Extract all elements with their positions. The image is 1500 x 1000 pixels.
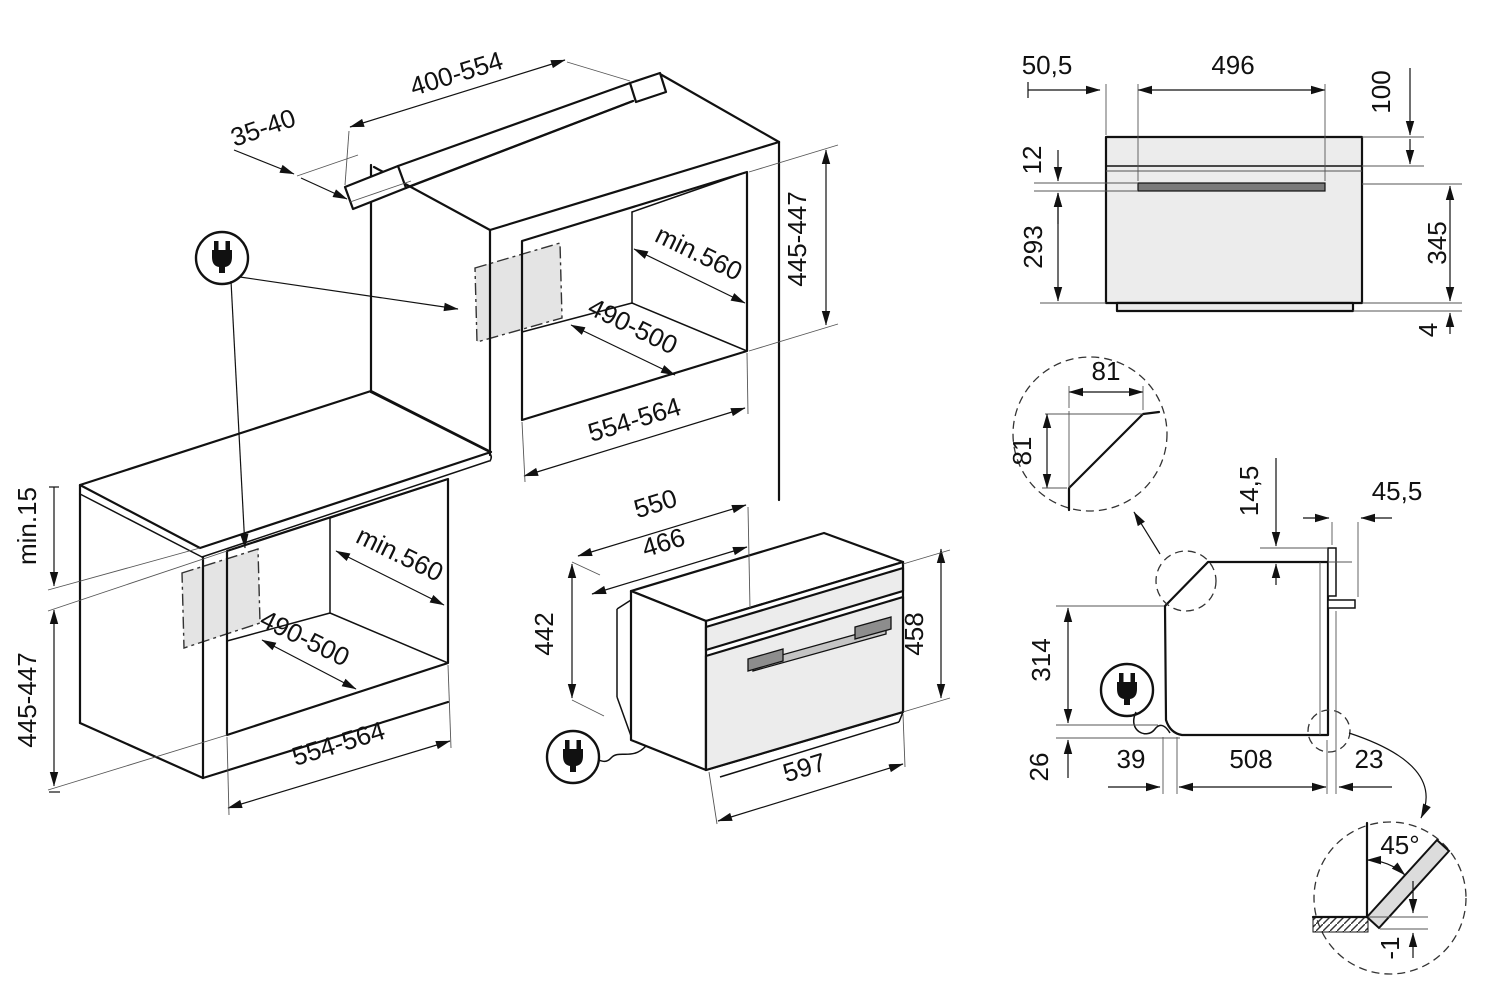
- corner-detail-leader: [1133, 511, 1161, 555]
- dim-corner-height: 81: [1007, 437, 1037, 466]
- side-view-bracket: [1327, 599, 1356, 609]
- base-unit-socket-area: [181, 548, 261, 649]
- chamfer-detail-marker: [1155, 550, 1217, 612]
- dim-rear-width-wall: 490-500: [583, 292, 682, 361]
- dim-plinth-height: 4: [1413, 323, 1443, 337]
- side-view-cable: [1133, 711, 1171, 735]
- plug-arrow-base-unit: [230, 280, 249, 549]
- dim-floor-clearance: -1: [1375, 936, 1405, 959]
- dim-bottom-clearance: 26: [1024, 753, 1054, 782]
- front-view-plinth: [1115, 301, 1355, 313]
- dim-top-clearance: min.15: [12, 487, 42, 565]
- dim-niche-depth-wall: min.560: [651, 219, 747, 287]
- dim-rear-height: 314: [1026, 638, 1056, 681]
- dim-left-offset: 50,5: [1022, 50, 1073, 80]
- dim-top-recess: 14,5: [1234, 466, 1264, 517]
- dim-front-height: 458: [899, 612, 929, 655]
- dim-niche-height-wall: 445-447: [782, 191, 812, 286]
- dim-opening-angle: 45°: [1380, 830, 1419, 860]
- side-view-flange: [1327, 547, 1337, 597]
- plug-arrow-wall-unit: [239, 276, 459, 312]
- dim-top-offset: 100: [1366, 70, 1396, 113]
- dim-body-depth-side: 508: [1229, 744, 1272, 774]
- plug-icon-oven: [545, 729, 601, 785]
- dim-handle-thickness: 12: [1017, 146, 1047, 175]
- dim-handle-width: 496: [1211, 50, 1254, 80]
- base-unit-drawing: min.15 445-447 min.560 490-500 554-564: [12, 389, 493, 816]
- oven-handle: [747, 616, 892, 672]
- oven-control-panel: [704, 566, 905, 652]
- dim-width: 597: [779, 747, 829, 788]
- dim-front-protrusion: 45,5: [1372, 476, 1423, 506]
- dim-recess-depth: 35-40: [227, 102, 300, 152]
- plug-icon-wall: [194, 230, 250, 286]
- oven-rear-flange: [616, 599, 632, 737]
- base-unit-dimensions: min.15 445-447 min.560 490-500 554-564: [12, 486, 452, 816]
- dim-niche-width-base: 554-564: [288, 715, 388, 772]
- dim-total-depth: 550: [630, 483, 680, 524]
- oven-drawing: 550 466 442 458 597: [529, 483, 951, 825]
- wall-unit-drawing: 400-554 35-40 min.560 490-500 445-447 55…: [227, 45, 839, 502]
- dim-niche-height-base: 445-447: [12, 652, 42, 747]
- oven-power-cable: [593, 745, 647, 763]
- dim-rear-offset: 23: [1355, 744, 1384, 774]
- side-view-drawing: 14,5 45,5 314 26 39 508 23: [1024, 458, 1431, 819]
- power-connection-callout: [194, 230, 459, 549]
- dim-niche-depth-base: min.560: [352, 520, 448, 588]
- floor-hatch: [1312, 916, 1369, 933]
- dim-side-height: 345: [1422, 221, 1452, 264]
- wall-unit-socket-area: [474, 242, 563, 343]
- front-view-drawing: 50,5 496 100 12 293 345 4: [1017, 50, 1462, 337]
- door-detail-leader: [1348, 732, 1431, 819]
- door-detail-drawing: 45° -1: [1311, 821, 1467, 975]
- plug-icon-side: [1099, 662, 1155, 718]
- dim-recess-width: 400-554: [406, 45, 506, 102]
- dim-lower-height: 293: [1018, 225, 1048, 268]
- dim-body-depth: 466: [638, 522, 688, 563]
- open-door-panel: [1365, 838, 1451, 930]
- dim-niche-width-wall: 554-564: [584, 391, 684, 448]
- front-view-dimensions: 50,5 496 100 12 293 345 4: [1017, 50, 1462, 337]
- base-unit-niche: [225, 477, 450, 737]
- door-detail-marker: [1307, 709, 1351, 753]
- wall-unit-carcass: [343, 71, 781, 502]
- corner-detail-drawing: 81 81: [1007, 356, 1168, 555]
- dim-corner-width: 81: [1092, 356, 1121, 386]
- wall-unit-niche: [520, 170, 749, 422]
- dim-front-offset: 39: [1117, 744, 1146, 774]
- side-view-dimensions: 14,5 45,5 314 26 39 508 23: [1024, 458, 1422, 794]
- front-view-handle: [1137, 182, 1326, 192]
- dim-body-height: 442: [529, 612, 559, 655]
